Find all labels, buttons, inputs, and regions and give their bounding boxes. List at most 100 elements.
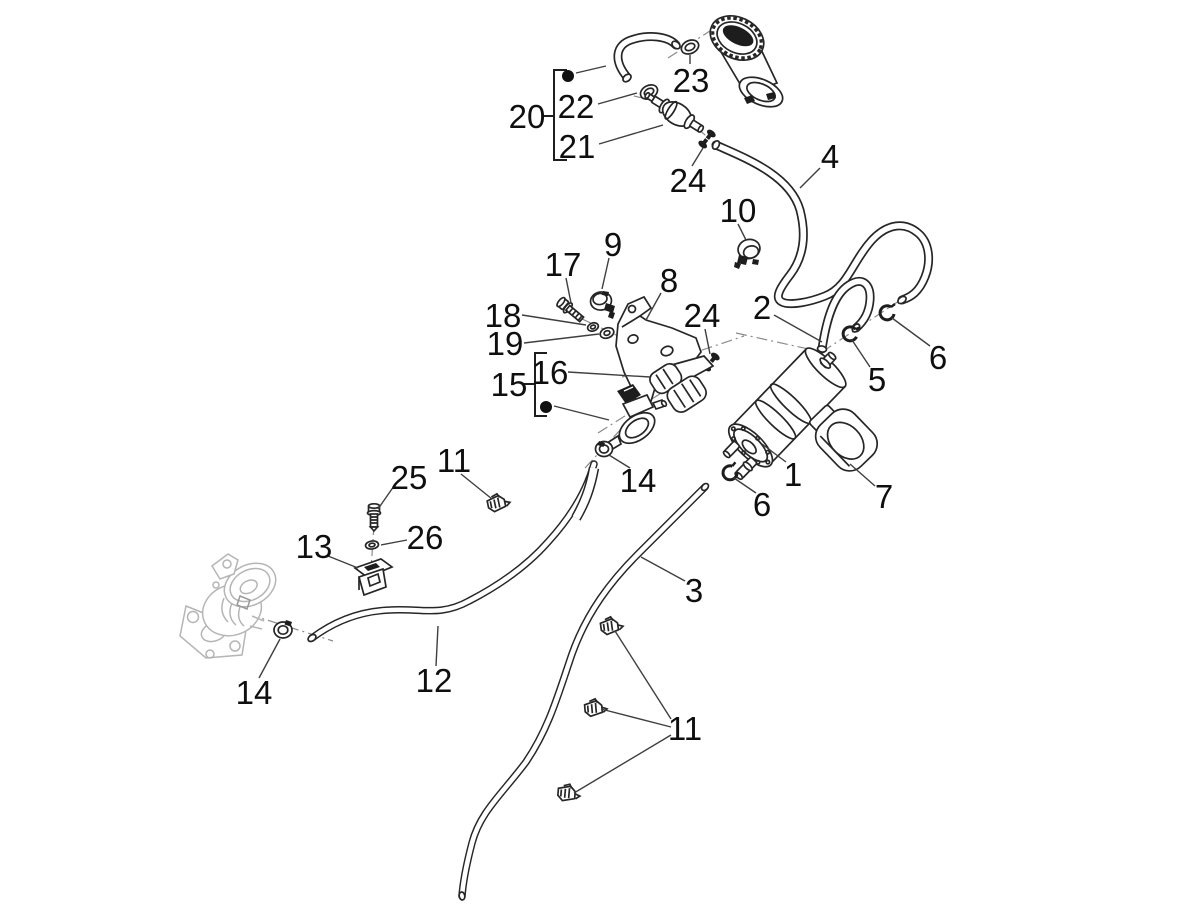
callout-11-lower: 11 xyxy=(573,630,702,794)
group-bracket-15 xyxy=(524,352,547,417)
band-clamp-9 xyxy=(589,291,615,319)
callout-2: 2 xyxy=(753,289,823,343)
callout-17: 17 xyxy=(545,246,582,304)
part-number-23: 23 xyxy=(673,62,710,99)
part-number-10: 10 xyxy=(720,192,757,229)
part-number-13: 13 xyxy=(296,528,333,565)
part-number-26: 26 xyxy=(407,519,444,556)
part-number-16: 16 xyxy=(532,354,569,391)
part-number-17: 17 xyxy=(545,246,582,283)
bullet-dot xyxy=(540,401,552,413)
bullet-marker-hose-kit-item xyxy=(562,65,607,82)
fuel-filler-cap xyxy=(709,15,784,108)
part-number-1: 1 xyxy=(784,456,802,493)
leader-line xyxy=(608,454,631,469)
part-number-8: 8 xyxy=(660,262,678,299)
leader-line xyxy=(258,638,281,679)
leader-line xyxy=(377,485,395,510)
callout-23: 23 xyxy=(673,55,710,99)
throttle-body xyxy=(179,553,277,659)
leader-line xyxy=(851,339,871,368)
leader-line xyxy=(523,333,600,344)
callout-6-lower: 6 xyxy=(733,477,771,523)
fuel-hose-4 xyxy=(711,139,934,309)
leader-line xyxy=(565,277,572,304)
washer-26 xyxy=(364,540,380,550)
c-clip-6-upper xyxy=(878,303,896,322)
callout-21: 21 xyxy=(559,124,664,165)
callout-7: 7 xyxy=(849,463,893,515)
part-number-18: 18 xyxy=(485,297,522,334)
fuel-injector xyxy=(604,384,668,452)
callout-8: 8 xyxy=(645,262,678,321)
washer-18 xyxy=(586,321,600,333)
part-number-14-lower: 14 xyxy=(236,674,273,711)
callout-1: 1 xyxy=(761,443,802,493)
hose-clip-11-c xyxy=(583,697,609,718)
part-number-15: 15 xyxy=(491,366,528,403)
leader-line xyxy=(614,630,672,720)
leader-line xyxy=(601,257,610,290)
part-number-25: 25 xyxy=(391,459,428,496)
callout-9: 9 xyxy=(601,226,622,290)
support-bracket-13 xyxy=(353,558,394,597)
fuel-hose-12 xyxy=(307,460,600,643)
leader-line xyxy=(645,292,662,321)
callout-4: 4 xyxy=(799,138,839,189)
part-number-6-lower: 6 xyxy=(753,486,771,523)
hose-clip-11-d xyxy=(556,783,582,802)
leader-line xyxy=(640,556,686,582)
callout-12: 12 xyxy=(416,625,452,699)
callout-20: 20 xyxy=(509,98,546,135)
leader-line xyxy=(567,371,651,378)
part-number-24-upper: 24 xyxy=(670,162,707,199)
part-number-14-mid: 14 xyxy=(620,462,657,499)
pump-rubber-mount-7 xyxy=(808,404,879,472)
hose-clamp-14-lower xyxy=(273,620,293,639)
leader-line xyxy=(435,625,439,667)
washer-19 xyxy=(599,326,615,340)
leader-line xyxy=(761,443,787,463)
callout-5: 5 xyxy=(851,339,886,398)
leader-line xyxy=(600,708,672,728)
leader-line xyxy=(799,167,821,189)
callout-24-upper: 24 xyxy=(670,147,707,199)
callout-25: 25 xyxy=(377,459,428,510)
part-number-11-upper: 11 xyxy=(437,442,471,479)
callout-24-mid: 24 xyxy=(684,297,720,355)
leader-line xyxy=(691,147,704,167)
leader-line xyxy=(773,314,823,343)
fuel-hose-3 xyxy=(458,482,710,901)
hose-clamp-23 xyxy=(680,39,700,55)
check-valve-21 xyxy=(644,91,705,133)
callout-19: 19 xyxy=(487,325,600,362)
leader-line xyxy=(573,734,672,794)
leader-line xyxy=(553,405,610,421)
part-number-3: 3 xyxy=(685,572,703,609)
rubber-spacer-16 xyxy=(649,362,707,413)
leader-line xyxy=(460,473,493,500)
callout-14-mid: 14 xyxy=(608,454,657,499)
callout-14-lower: 14 xyxy=(236,638,281,711)
leader-line xyxy=(733,477,757,494)
retainer-clip-24-upper xyxy=(698,129,716,149)
leader-line xyxy=(598,124,664,145)
leader-line xyxy=(849,463,876,487)
callout-15: 15 xyxy=(491,366,528,403)
part-number-6-upper: 6 xyxy=(929,339,947,376)
callout-13: 13 xyxy=(296,528,359,569)
leader-line xyxy=(737,223,747,241)
callout-3: 3 xyxy=(640,556,703,609)
leader-line xyxy=(891,317,931,347)
part-number-20: 20 xyxy=(509,98,546,135)
callout-26: 26 xyxy=(380,519,444,556)
part-number-11-lower: 11 xyxy=(668,710,702,747)
fuel-hose-2 xyxy=(816,276,875,354)
leader-line xyxy=(704,328,711,355)
bullet-dot xyxy=(562,70,574,82)
part-number-22: 22 xyxy=(558,88,595,125)
callout-18: 18 xyxy=(485,297,587,334)
